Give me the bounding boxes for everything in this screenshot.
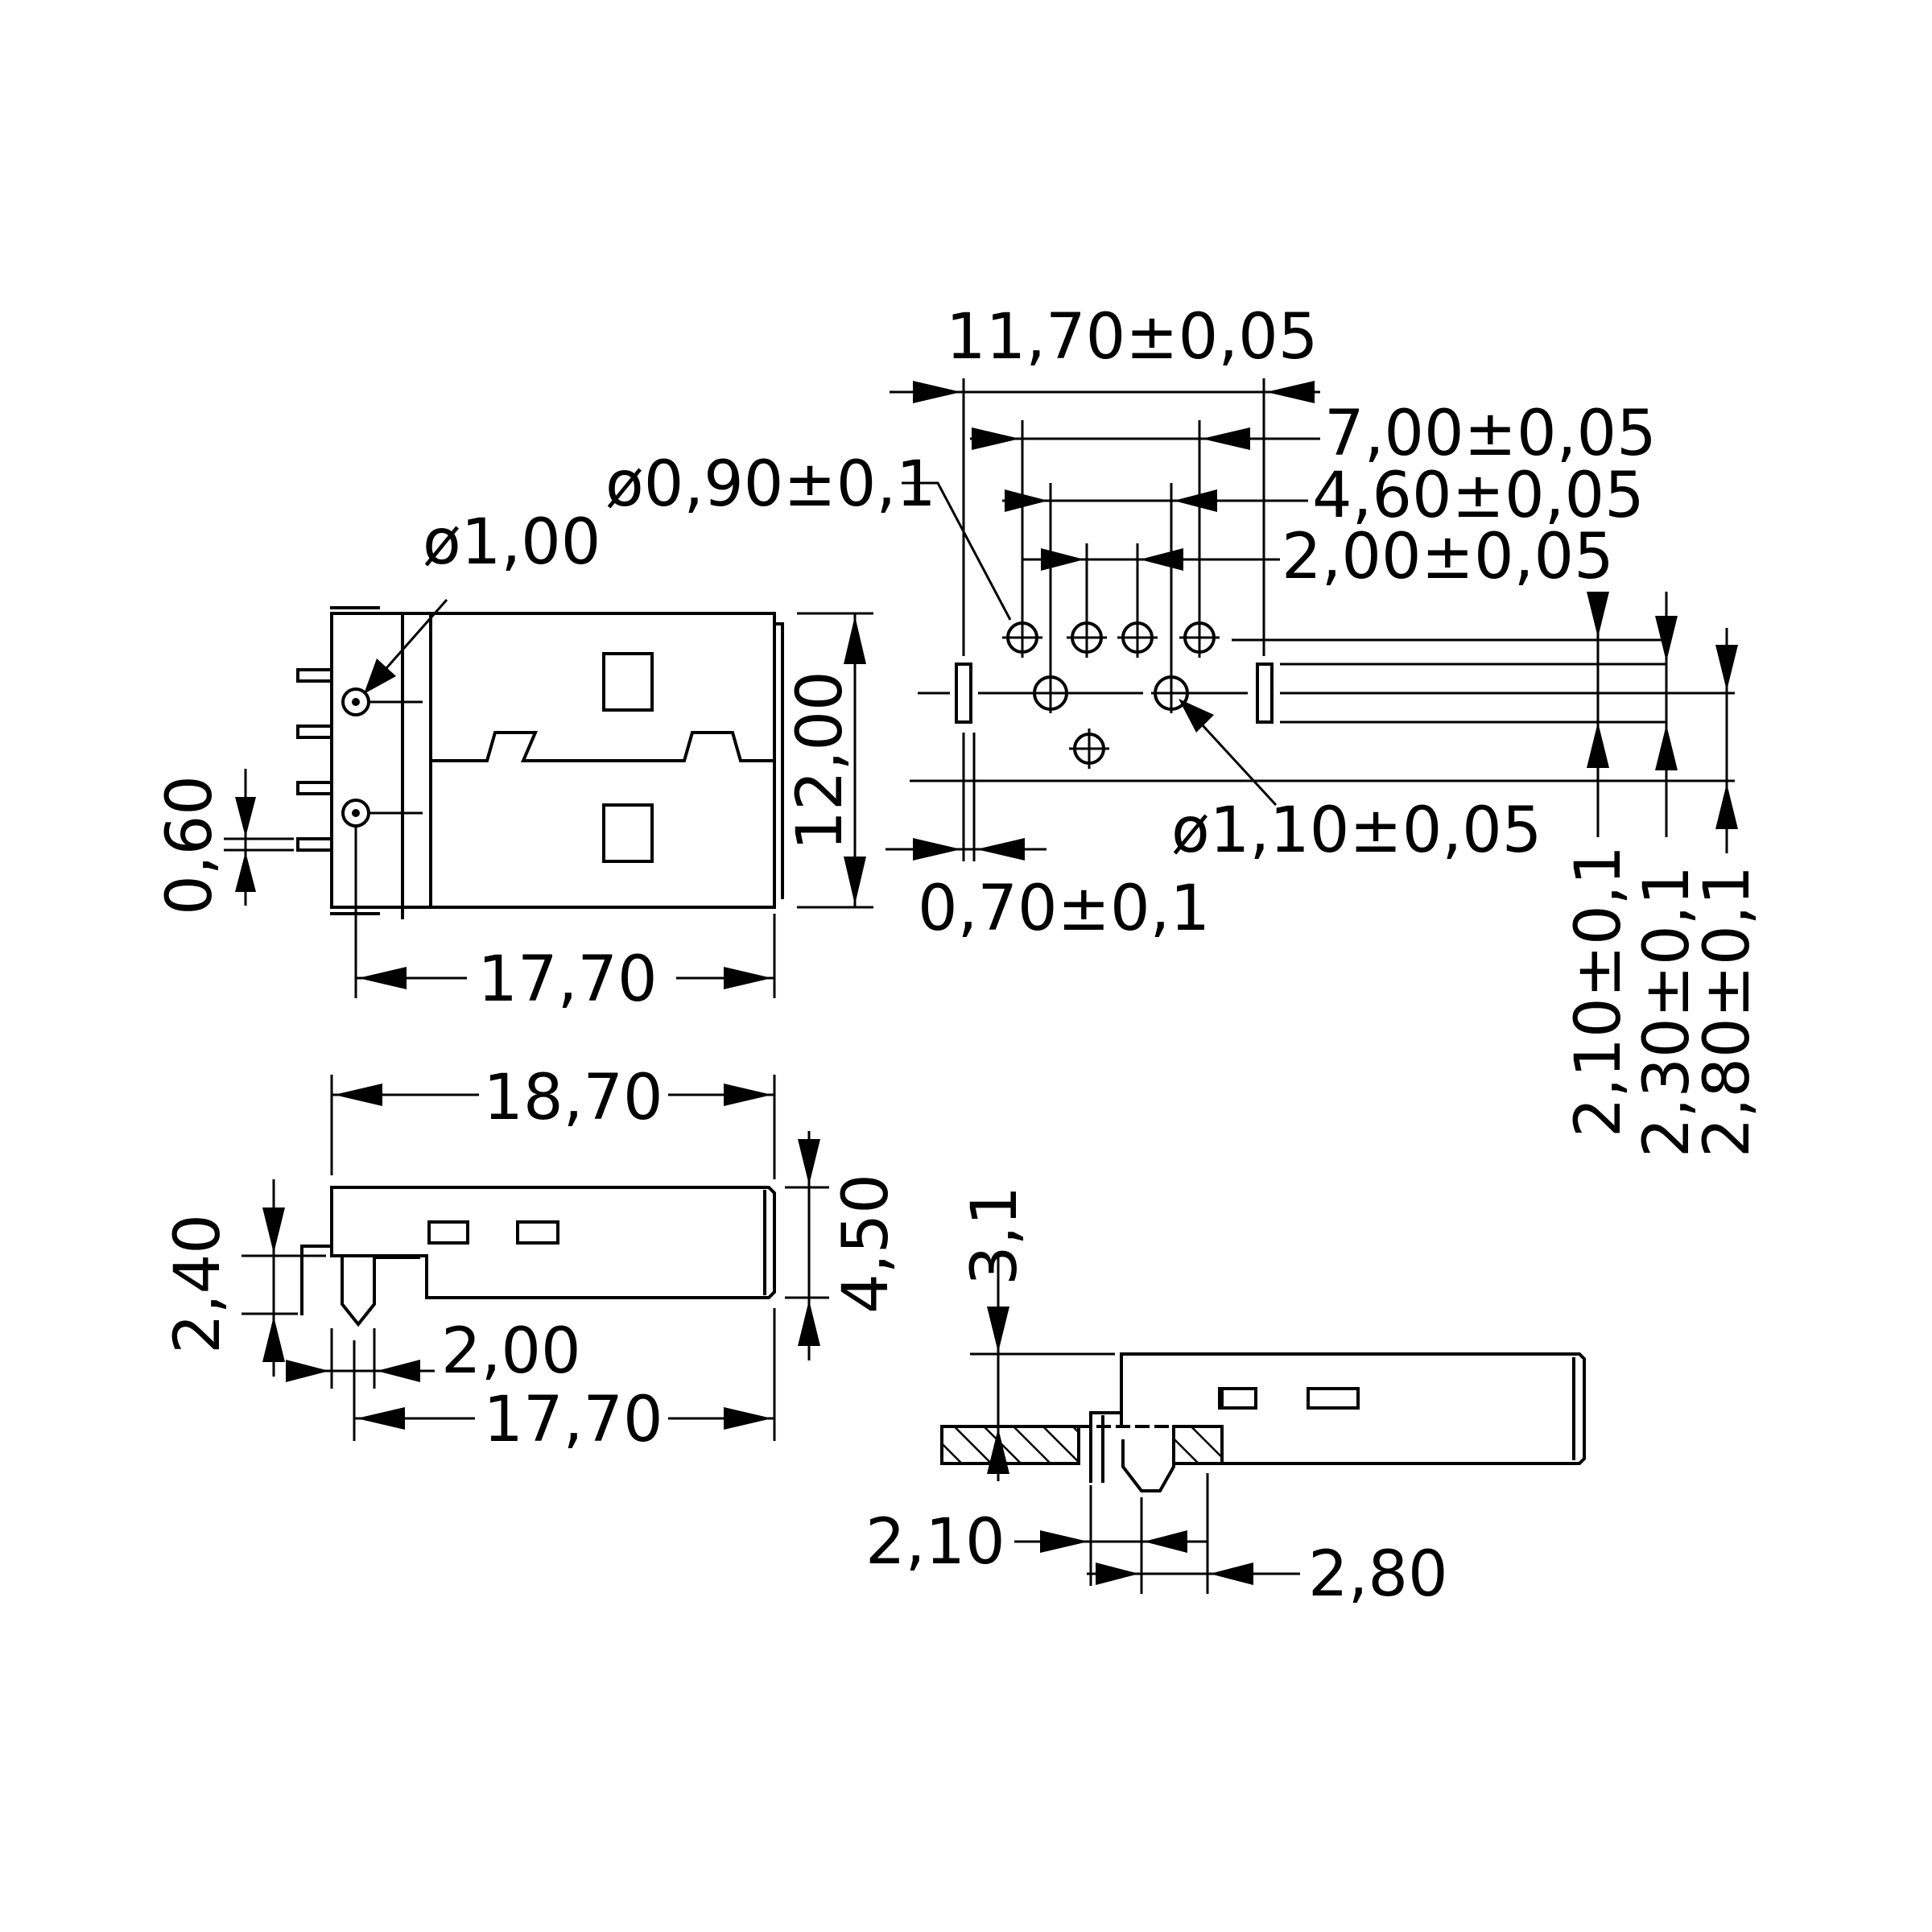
- dim-pin-thickness: 0,60: [154, 775, 226, 915]
- lower-window: [602, 803, 654, 863]
- dim-hole-dia: ø1,00: [423, 506, 601, 579]
- mount-body: [1120, 1352, 1586, 1465]
- dim-mid-pitch: 4,60±0,05: [1312, 460, 1645, 532]
- dim-pin-pitch: 2,00: [441, 1315, 581, 1388]
- upper-window: [602, 652, 654, 712]
- footprint-view: 11,70±0,05 7,00±0,05 4,60±0,05 2,00±0,05…: [605, 301, 1764, 1158]
- dim-body-height: 4,50: [830, 1174, 902, 1314]
- mount-slot: [1218, 1387, 1257, 1410]
- side-slot: [427, 1220, 469, 1245]
- dim-row-offset-2: 2,30±0,1: [1631, 865, 1703, 1158]
- side-slot: [516, 1220, 559, 1245]
- side-view: 18,70 4,50 2,40 2,00 17,70: [162, 1062, 902, 1456]
- dim-pin-height: 2,40: [162, 1214, 234, 1354]
- dim-row-offset-1: 2,10±0,1: [1563, 845, 1635, 1137]
- dim-outer-pitch: 7,00±0,05: [1324, 398, 1657, 470]
- mount-view: 3,1 2,10 2,80: [865, 1186, 1586, 1611]
- dim-side-length: 17,70: [483, 1384, 663, 1456]
- pin: [296, 724, 333, 739]
- dim-right: 2,80: [1308, 1538, 1448, 1611]
- dim-slot-width: 0,70±0,1: [918, 873, 1210, 945]
- pcb-right: [1172, 1425, 1224, 1465]
- top-view: ø1,00 12,00 0,60 17,70: [154, 506, 873, 1016]
- pcb-left: [940, 1425, 1080, 1465]
- side-view-body: [330, 1186, 776, 1299]
- pin: [296, 837, 333, 852]
- pin: [296, 668, 333, 683]
- dim-offset-height: 3,1: [959, 1186, 1031, 1286]
- pin: [296, 781, 333, 795]
- dim-length: 17,70: [477, 943, 657, 1016]
- dim-overall-pitch: 11,70±0,05: [946, 301, 1318, 374]
- slot-left: [955, 663, 972, 724]
- dim-large-hole-dia: ø1,10±0,05: [1171, 795, 1542, 867]
- slot-right: [1256, 663, 1274, 724]
- dim-left: 2,10: [865, 1506, 1005, 1579]
- dim-height: 12,00: [784, 671, 857, 850]
- mount-slot: [1307, 1387, 1360, 1410]
- dim-overall-length: 18,70: [483, 1062, 663, 1134]
- dim-row-offset-3: 2,80±0,1: [1691, 865, 1764, 1158]
- dim-inner-pitch: 2,00±0,05: [1282, 521, 1614, 593]
- dim-small-hole-dia: ø0,90±0,1: [605, 448, 936, 521]
